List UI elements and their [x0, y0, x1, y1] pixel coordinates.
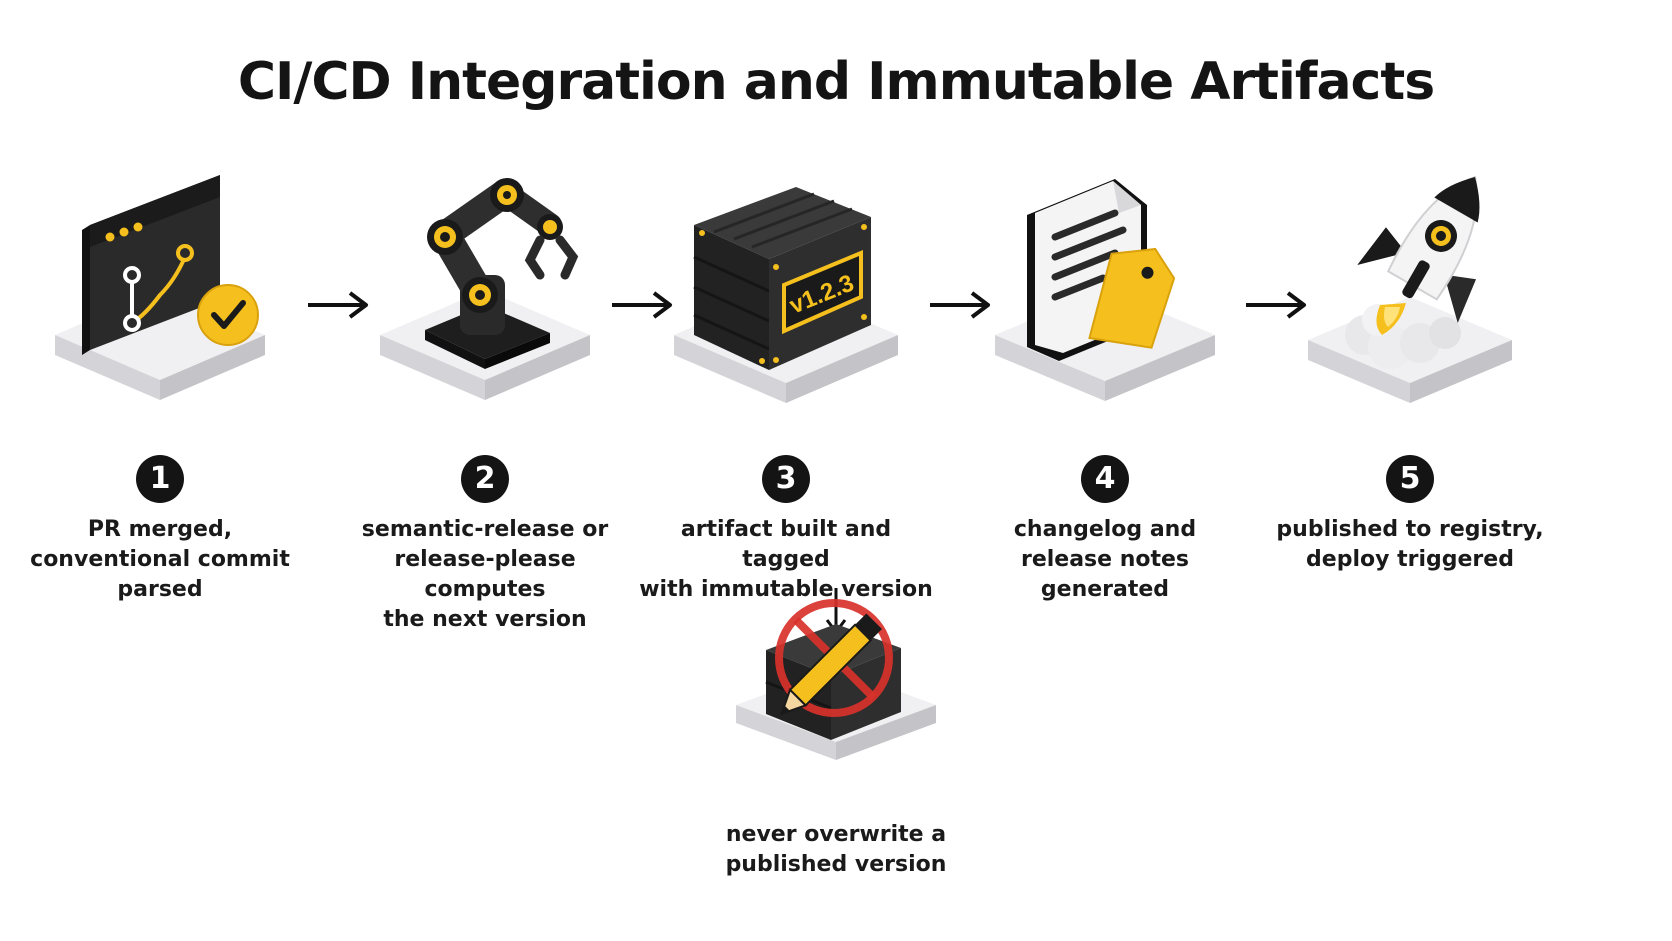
step-label: PR merged, conventional commit parsed: [30, 517, 290, 602]
step-5: 5 published to registry, deploy triggere…: [1260, 175, 1560, 625]
crate-icon: v1.2.3: [674, 187, 898, 403]
step-2: 2 semantic-release or release-please com…: [335, 175, 635, 632]
step-number-badge: 3: [762, 455, 810, 503]
step-3: v1.2.3 3 artifact built and tagged with …: [636, 175, 936, 625]
step-label: published to registry, deploy triggered: [1276, 517, 1544, 572]
step-number-badge: 4: [1081, 455, 1129, 503]
step-number-badge: 5: [1386, 455, 1434, 503]
branch-label: never overwrite a published version: [725, 822, 947, 877]
browser-branch-check-icon: [55, 175, 265, 400]
page-title: CI/CD Integration and Immutable Artifact…: [237, 52, 1435, 112]
step-1: 1 PR merged, conventional commit parsed: [10, 175, 310, 625]
document-tag-icon: [995, 179, 1215, 401]
step-number-badge: 2: [461, 455, 509, 503]
arrow-right-icon: [612, 291, 672, 319]
arrow-right-icon: [1246, 291, 1306, 319]
step-4: 4 changelog and release notes generated: [955, 175, 1255, 625]
step-number-badge: 1: [136, 455, 184, 503]
branch-step: never overwrite a published version: [686, 590, 986, 910]
step-label: artifact built and tagged with immutable…: [639, 517, 933, 602]
no-edit-icon: [736, 599, 936, 760]
arrow-right-icon: [930, 291, 990, 319]
rocket-icon: [1308, 175, 1512, 403]
step-label: semantic-release or release-please compu…: [361, 517, 609, 632]
robot-arm-icon: [380, 178, 590, 400]
arrow-right-icon: [308, 291, 368, 319]
step-label: changelog and release notes generated: [1013, 517, 1197, 602]
